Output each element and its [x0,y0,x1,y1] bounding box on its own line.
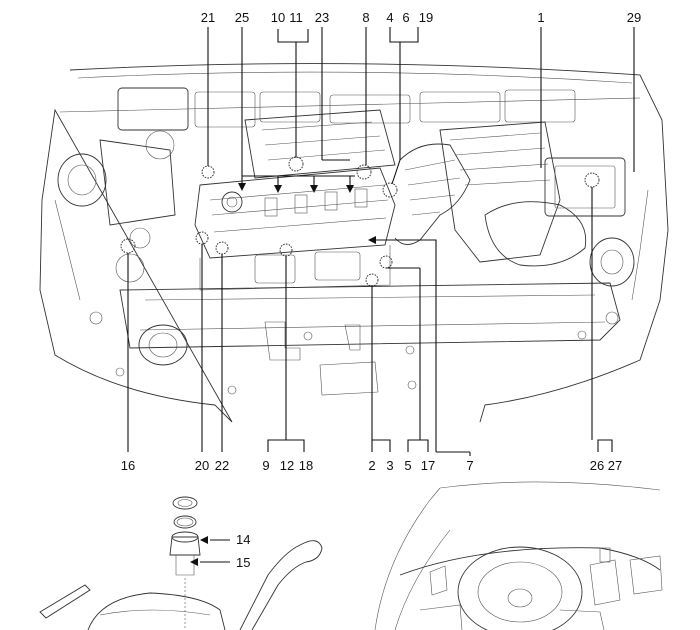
callout-15: 15 [236,555,250,570]
callout-6: 6 [402,10,409,25]
callout-14: 14 [236,532,250,547]
air-cleaner-box [439,121,561,263]
leader-lines [127,27,635,452]
callout-21: 21 [201,10,215,25]
callout-10: 10 [271,10,285,25]
engine-cylinder-head [194,167,396,259]
callout-20: 20 [195,458,209,473]
interior-dashboard-drawing [374,481,663,630]
callout-7: 7 [466,458,473,473]
callout-3: 3 [386,458,393,473]
callout-25: 25 [235,10,249,25]
callout-19: 19 [419,10,433,25]
fuel-tank-drawing [39,496,323,630]
callout-27: 27 [608,458,622,473]
hood-opening-outline [39,63,669,423]
air-intake-hose [394,143,471,245]
engine-bay-drawing [39,63,669,423]
callout-17: 17 [421,458,435,473]
callout-16: 16 [121,458,135,473]
radiator-support-panel [119,282,621,349]
callout-5: 5 [404,458,411,473]
callout-11: 11 [289,10,303,25]
callout-12: 12 [280,458,294,473]
callout-9: 9 [262,458,269,473]
battery [544,157,626,217]
callout-26: 26 [590,458,604,473]
callout-8: 8 [362,10,369,25]
callout-22: 22 [215,458,229,473]
callout-29: 29 [627,10,641,25]
callout-labels: 21 25 10 11 23 8 4 6 19 1 29 16 20 22 9 … [121,10,641,570]
callout-2: 2 [368,458,375,473]
callout-4: 4 [386,10,393,25]
callout-18: 18 [299,458,313,473]
callout-1: 1 [537,10,544,25]
callout-23: 23 [315,10,329,25]
